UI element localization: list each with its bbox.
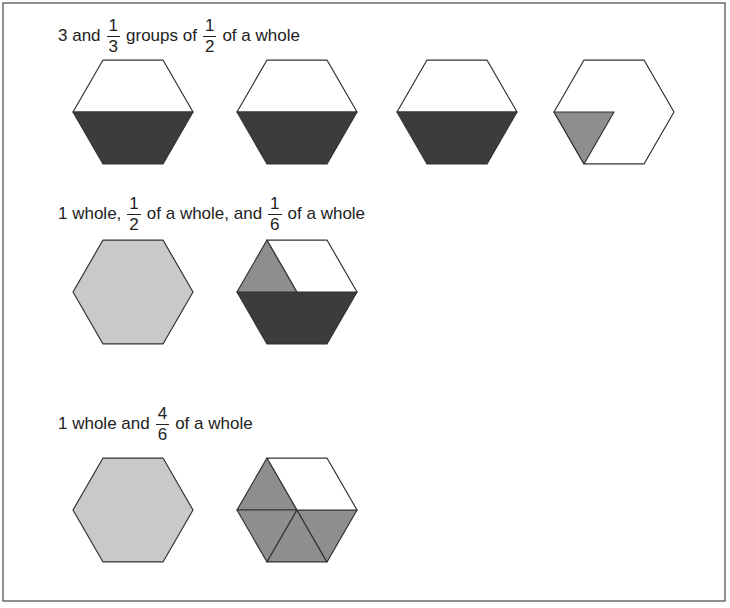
fraction-numerator: 1 — [127, 195, 140, 214]
label-text: of a whole, and — [147, 204, 262, 224]
white-trapezoid — [237, 60, 357, 112]
fraction-denominator: 2 — [203, 36, 216, 56]
grey-triangle — [554, 112, 614, 164]
fraction-denominator: 6 — [156, 424, 169, 444]
fraction-numerator: 1 — [203, 17, 216, 36]
label-text: 1 whole, — [58, 204, 121, 224]
fraction: 16 — [268, 195, 281, 234]
dark-trapezoid — [237, 112, 357, 164]
fraction: 12 — [127, 195, 140, 234]
fraction-numerator: 1 — [268, 195, 281, 214]
fraction: 13 — [107, 17, 120, 56]
label-text: of a whole — [288, 204, 366, 224]
label-text: 1 whole and — [58, 414, 150, 434]
white-trapezoid — [73, 60, 193, 112]
fraction-numerator: 1 — [107, 17, 120, 36]
hexagon-outline — [554, 60, 674, 164]
frame-border — [3, 3, 725, 601]
grey-triangle — [297, 510, 357, 562]
white-rhombus — [267, 458, 357, 510]
caption-line: 3 and13groups of12of a whole — [58, 17, 300, 56]
fraction: 12 — [203, 17, 216, 56]
label-text: groups of — [126, 26, 197, 46]
dark-trapezoid — [397, 112, 517, 164]
fraction: 46 — [156, 405, 169, 444]
dark-trapezoid — [73, 112, 193, 164]
whole-hexagon — [73, 240, 193, 344]
whole-hexagon — [73, 458, 193, 562]
fraction-numerator: 4 — [156, 405, 169, 424]
fraction-denominator: 3 — [107, 36, 120, 56]
fraction-denominator: 2 — [127, 214, 140, 234]
white-rhombus — [267, 240, 357, 292]
caption-line: 1 whole,12of a whole, and16of a whole — [58, 195, 365, 234]
fraction-denominator: 6 — [268, 214, 281, 234]
caption-line: 1 whole and 46 of a whole — [58, 405, 253, 444]
label-text: of a whole — [175, 414, 253, 434]
white-trapezoid — [397, 60, 517, 112]
dark-trapezoid — [237, 292, 357, 344]
label-text: of a whole — [222, 26, 300, 46]
label-text: 3 and — [58, 26, 101, 46]
